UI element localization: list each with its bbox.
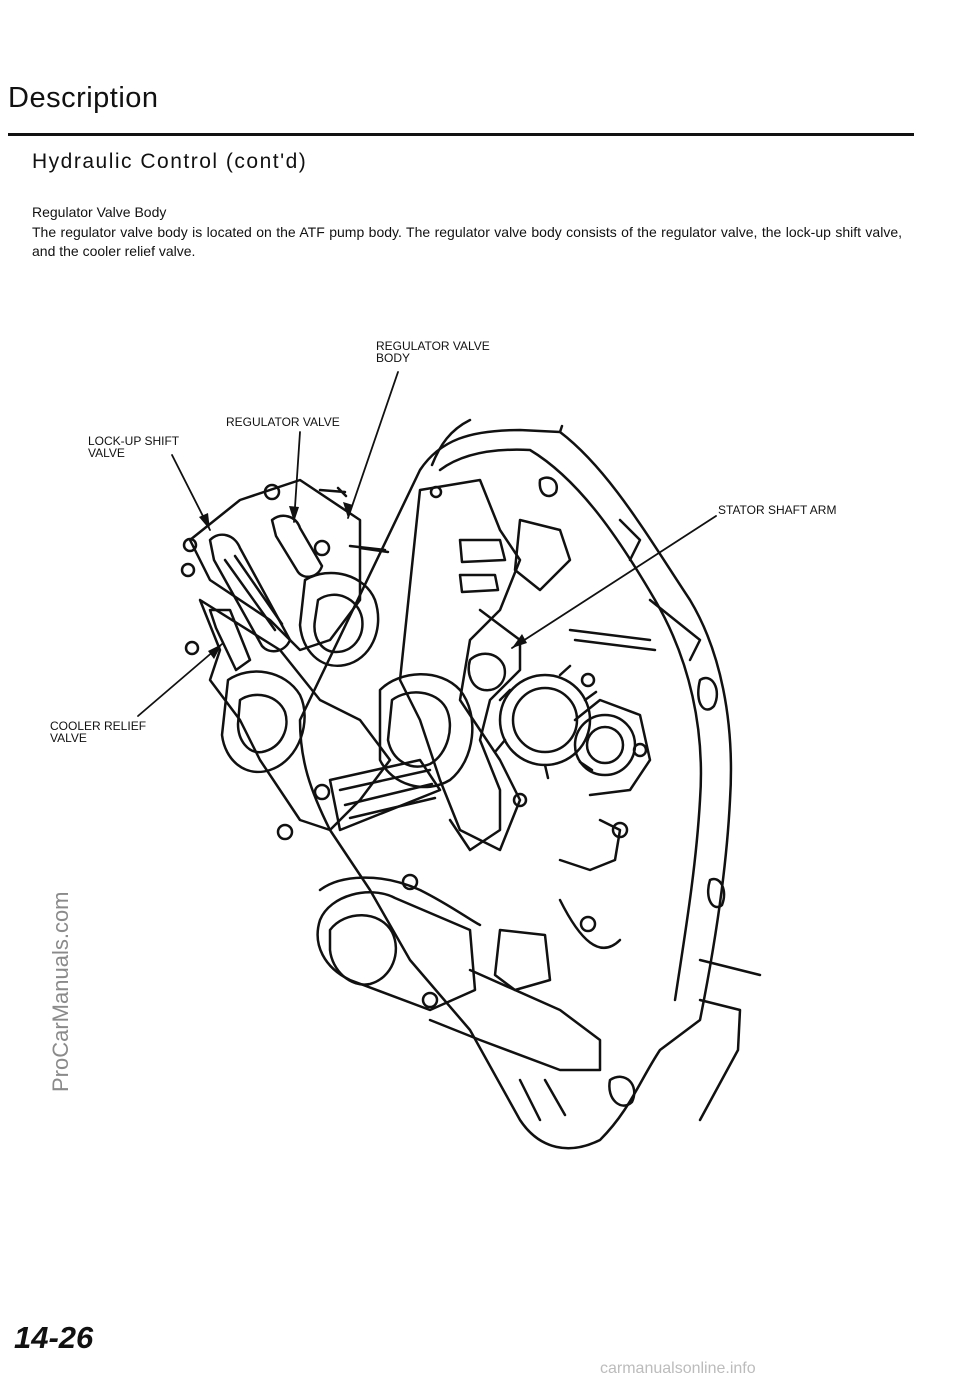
paragraph-heading: Regulator Valve Body [32, 204, 167, 220]
transmission-case [298, 418, 762, 1150]
callout-leader-lines [137, 371, 717, 717]
cooler-relief-valve-drawing [180, 537, 331, 841]
callout-regulator-valve-body: REGULATOR VALVE BODY [376, 339, 490, 365]
lower-solenoid [316, 821, 629, 1122]
regulator-valve-body [188, 478, 572, 852]
callout-lock-up-shift-valve: LOCK-UP SHIFT VALVE [88, 434, 180, 460]
section-title: Description [8, 82, 159, 114]
regulator-valve-drawing [270, 486, 390, 668]
stator-shaft-arm-drawing [448, 608, 657, 872]
title-rule [8, 133, 914, 136]
page-number: 14-26 [14, 1320, 94, 1355]
callout-cooler-relief-valve: COOLER RELIEF VALVE [50, 719, 147, 745]
lock-up-shift-valve-drawing [208, 483, 331, 653]
leader-regulator-valve-body [347, 371, 399, 519]
footer-source-link[interactable]: carmanualsonline.info [600, 1360, 756, 1377]
callout-stator-shaft-arm: STATOR SHAFT ARM [718, 503, 837, 517]
pump-gears [328, 664, 652, 832]
paragraph-body: The regulator valve body is located on t… [32, 224, 902, 259]
watermark: ProCarManuals.com [48, 891, 73, 1092]
leader-stator-shaft-arm [511, 515, 717, 649]
subsection-title: Hydraulic Control (cont'd) [32, 150, 308, 173]
leader-cooler-relief-valve [137, 643, 223, 717]
arrowheads [199, 502, 527, 659]
callout-regulator-valve: REGULATOR VALVE [226, 415, 340, 429]
